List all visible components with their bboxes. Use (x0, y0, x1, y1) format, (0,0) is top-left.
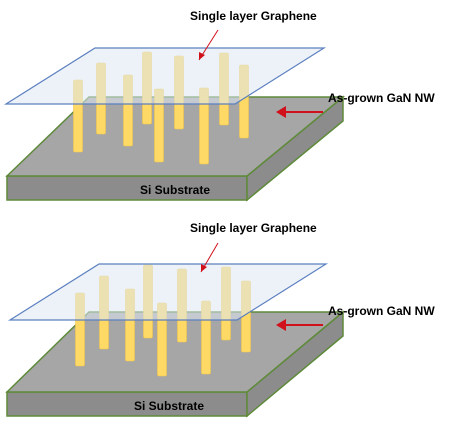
nanowire-arrow-head (276, 106, 286, 118)
substrate-label: Si Substrate (134, 399, 204, 413)
graphene-label: Single layer Graphene (190, 221, 317, 235)
substrate-top-face (5, 96, 346, 177)
nanowire-label: As-grown GaN NW (328, 91, 435, 105)
graphene-pointer-head (199, 52, 205, 60)
graphene-pointer-head (201, 264, 207, 272)
graphene-label: Single layer Graphene (190, 9, 317, 23)
panel-top: Single layer Graphene As-grown GaN NW Si… (3, 9, 435, 202)
graphene-sheet (3, 47, 327, 105)
substrate-front-face (6, 175, 248, 201)
nanowire-label: As-grown GaN NW (328, 304, 435, 318)
nanowire-arrow-head (276, 319, 286, 331)
panel-bottom: Single layer Graphene As-grown GaN NW Si… (5, 221, 435, 418)
substrate-label: Si Substrate (140, 183, 210, 197)
substrate-front-face (6, 391, 248, 417)
substrate-top-face (5, 311, 346, 393)
graphene-sheet (7, 263, 329, 321)
